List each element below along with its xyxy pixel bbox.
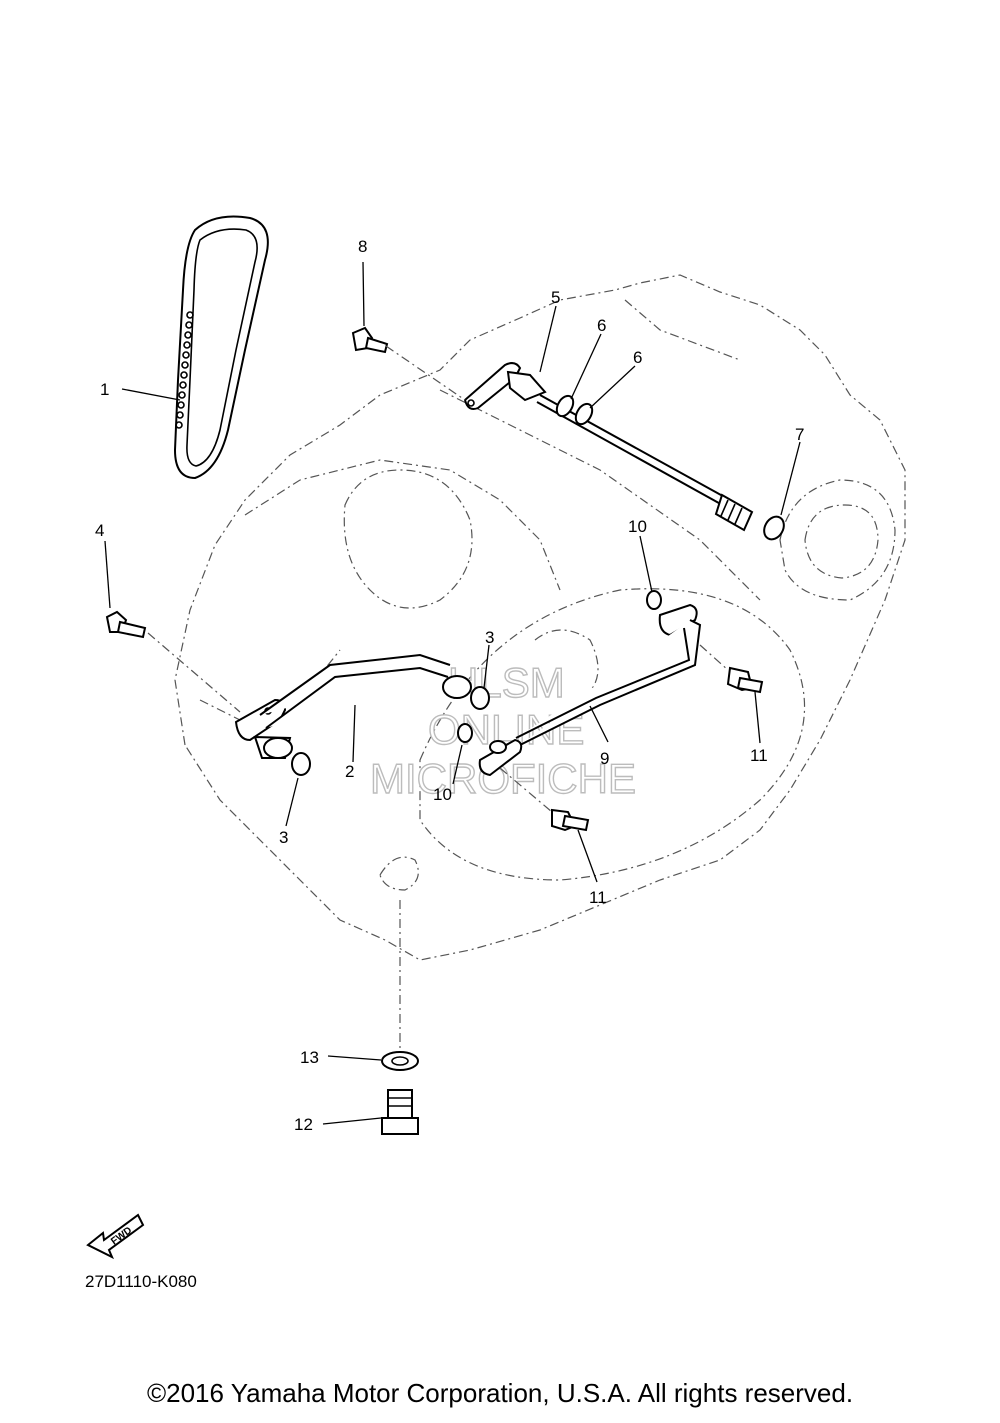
part-3-o-rings[interactable] (291, 686, 490, 776)
callout-6b: 6 (633, 348, 642, 367)
part-9-oil-pipe[interactable] (478, 603, 702, 777)
fwd-arrow-icon: FWD (86, 1213, 145, 1260)
callout-13: 13 (300, 1048, 319, 1067)
callout-5: 5 (551, 288, 560, 307)
watermark-line-1: HLSM (448, 659, 565, 706)
callout-9: 9 (600, 749, 609, 768)
part-10-o-rings[interactable] (457, 590, 662, 743)
callout-6a: 6 (597, 316, 606, 335)
callout-12: 12 (294, 1115, 313, 1134)
callout-11b: 11 (589, 888, 607, 907)
callout-11a: 11 (750, 746, 768, 765)
engine-crankcase-outline (174, 274, 906, 961)
leader-lines (104, 261, 801, 1125)
part-13-gasket[interactable] (381, 1051, 419, 1071)
part-1-cam-chain[interactable] (173, 215, 269, 480)
callout-8: 8 (358, 237, 367, 256)
callout-1: 1 (100, 380, 109, 399)
callout-3a: 3 (279, 828, 288, 847)
part-6-o-rings[interactable] (553, 393, 595, 427)
figure-code: 27D1110-K080 (85, 1272, 197, 1291)
callouts: 1 2 3 3 4 5 6 6 7 8 9 10 10 11 11 12 13 (95, 237, 804, 1134)
part-2-oil-pipe[interactable] (234, 653, 472, 759)
callout-3b: 3 (485, 628, 494, 647)
part-5-oil-pipe[interactable] (463, 362, 754, 532)
copyright-notice: ©2016 Yamaha Motor Corporation, U.S.A. A… (146, 1378, 854, 1408)
callout-10b: 10 (433, 785, 452, 804)
part-8-bolt[interactable] (351, 326, 389, 354)
chain-links (175, 311, 194, 429)
callout-2: 2 (345, 762, 354, 781)
part-12-drain-bolt[interactable] (381, 1089, 419, 1135)
callout-10a: 10 (628, 517, 647, 536)
part-4-bolt[interactable] (105, 610, 147, 639)
part-11-bolts[interactable] (551, 666, 764, 832)
part-7-o-ring[interactable] (760, 513, 788, 543)
callout-4: 4 (95, 521, 104, 540)
callout-7: 7 (795, 425, 804, 444)
